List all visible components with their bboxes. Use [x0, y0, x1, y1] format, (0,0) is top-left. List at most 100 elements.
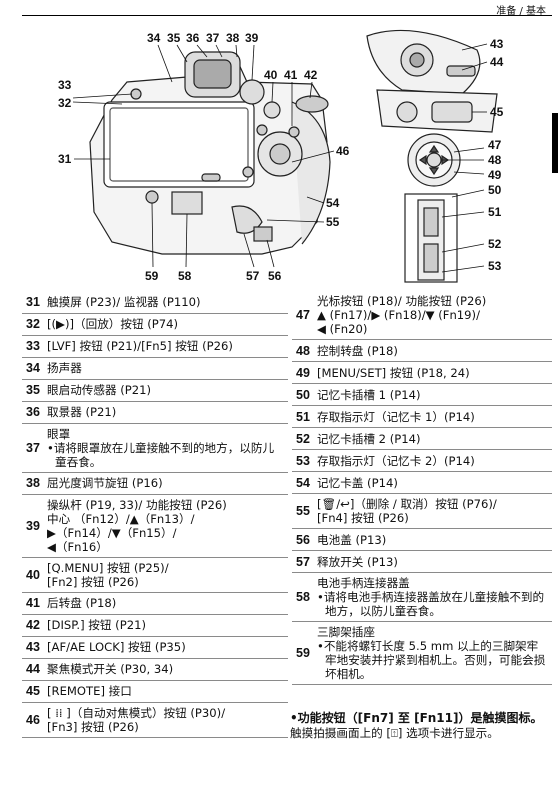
part-number: 48: [292, 339, 314, 362]
part-description: 记忆卡插槽 1 (P14): [314, 383, 552, 406]
callout-label: 57: [246, 269, 260, 283]
description-line: 三脚架插座: [317, 625, 375, 639]
description-line: [Fn2] 按钮 (P26): [47, 574, 139, 589]
callout-label: 45: [490, 105, 504, 119]
part-row: 49[MENU/SET] 按钮 (P18, 24): [292, 361, 552, 384]
description-line: [DISP.] 按钮 (P21): [47, 618, 146, 632]
part-description: [(▶)]（回放）按钮 (P74): [44, 313, 288, 336]
description-line: [Fn4] 按钮 (P26): [317, 511, 409, 525]
part-description: 光标按钮 (P18)/ 功能按钮 (P26)▲ (Fn17)/▶ (Fn18)/…: [314, 291, 552, 340]
part-description: 电池手柄连接器盖•请将电池手柄连接器盖放在儿童接触不到的地方，以防儿童吞食。: [314, 572, 552, 622]
description-note: •不能将螺钉长度 5.5 mm 以上的三脚架牢牢地安装并拧紧到相机上。否则，可能…: [317, 639, 546, 681]
callout-label: 48: [488, 153, 502, 167]
part-number: 49: [292, 361, 314, 384]
description-line: [LVF] 按钮 (P21)/[Fn5] 按钮 (P26): [47, 339, 233, 353]
part-number: 42: [22, 614, 44, 637]
part-number: 53: [292, 449, 314, 472]
section-title: 准备 / 基本: [496, 6, 546, 17]
part-description: 后转盘 (P18): [44, 592, 288, 615]
callout-label: 32: [58, 96, 72, 110]
callout-label: 58: [178, 269, 192, 283]
description-line: 眼启动传感器 (P21): [47, 383, 152, 397]
description-line: ▶（Fn14）/▼（Fn15）/: [47, 525, 177, 540]
note-heading: •功能按钮（[Fn7] 至 [Fn11]）是触摸图标。: [290, 711, 543, 725]
callout-label: 42: [304, 68, 318, 82]
callout-label: 50: [488, 183, 502, 197]
part-row: 46[ ⁞⁞ ]（自动对焦模式）按钮 (P30)/[Fn3] 按钮 (P26): [22, 702, 288, 738]
part-row: 45[REMOTE] 接口: [22, 680, 288, 703]
callout-label: 33: [58, 78, 72, 92]
part-description: 触摸屏 (P23)/ 监视器 (P110): [44, 291, 288, 314]
callout-label: 53: [488, 259, 502, 273]
part-number: 41: [22, 592, 44, 615]
part-row: 40[Q.MENU] 按钮 (P25)/[Fn2] 按钮 (P26): [22, 557, 288, 593]
part-description: 释放开关 (P13): [314, 550, 552, 573]
part-number: 51: [292, 405, 314, 428]
callout-label: 46: [336, 144, 350, 158]
part-number: 46: [22, 702, 44, 738]
part-description: [Q.MENU] 按钮 (P25)/[Fn2] 按钮 (P26): [44, 557, 288, 593]
part-row: 42[DISP.] 按钮 (P21): [22, 614, 288, 637]
description-line: [(▶)]（回放）按钮 (P74): [47, 317, 179, 331]
description-line: [Fn3] 按钮 (P26): [47, 719, 139, 734]
part-description: 记忆卡插槽 2 (P14): [314, 427, 552, 450]
function-button-note: •功能按钮（[Fn7] 至 [Fn11]）是触摸图标。 触摸拍摄画面上的 [⍐]…: [290, 711, 554, 741]
callout-label: 51: [488, 205, 502, 219]
description-line: [ ⁞⁞ ]（自动对焦模式）按钮 (P30)/: [47, 705, 226, 720]
part-description: 眼启动传感器 (P21): [44, 379, 288, 402]
part-description: 存取指示灯（记忆卡 1）(P14): [314, 405, 552, 428]
callout-label: 39: [245, 31, 259, 45]
part-row: 55[🗑/↩]（删除 / 取消）按钮 (P76)/[Fn4] 按钮 (P26): [292, 493, 552, 529]
description-line: [REMOTE] 接口: [47, 684, 132, 698]
part-description: [🗑/↩]（删除 / 取消）按钮 (P76)/[Fn4] 按钮 (P26): [314, 493, 552, 529]
description-line: 触摸屏 (P23)/ 监视器 (P110): [47, 294, 201, 309]
part-description: 眼罩•请将眼罩放在儿童接触不到的地方，以防儿童吞食。: [44, 423, 288, 473]
description-line: [MENU/SET] 按钮 (P18, 24): [317, 365, 470, 380]
description-line: [🗑/↩]（删除 / 取消）按钮 (P76)/: [317, 497, 497, 511]
part-number: 56: [292, 528, 314, 551]
part-number: 31: [22, 291, 44, 314]
page-header: 准备 / 基本: [0, 0, 558, 20]
description-line: 屈光度调节旋钮 (P16): [47, 476, 163, 490]
description-line: 释放开关 (P13): [317, 554, 398, 569]
part-number: 58: [292, 572, 314, 622]
part-number: 54: [292, 471, 314, 494]
description-line: ▲ (Fn17)/▶ (Fn18)/▼ (Fn19)/: [317, 308, 480, 322]
part-number: 40: [22, 557, 44, 593]
part-description: 控制转盘 (P18): [314, 339, 552, 362]
callout-label: 40: [264, 68, 278, 82]
part-description: 屈光度调节旋钮 (P16): [44, 472, 288, 495]
part-row: 32[(▶)]（回放）按钮 (P74): [22, 313, 288, 336]
description-line: 存取指示灯（记忆卡 1）(P14): [317, 409, 475, 424]
description-line: ◀ (Fn20): [317, 322, 368, 336]
part-description: 电池盖 (P13): [314, 528, 552, 551]
callout-label: 41: [284, 68, 298, 82]
callout-label: 44: [490, 55, 504, 69]
description-line: 聚焦模式开关 (P30, 34): [47, 662, 174, 676]
description-line: [AF/AE LOCK] 按钮 (P35): [47, 640, 186, 654]
part-description: 操纵杆 (P19, 33)/ 功能按钮 (P26)中心 （Fn12）/▲（Fn1…: [44, 494, 288, 558]
chapter-tab-marker: [552, 113, 558, 173]
part-number: 38: [22, 472, 44, 495]
callout-label: 43: [490, 37, 504, 51]
part-number: 34: [22, 357, 44, 380]
part-number: 59: [292, 621, 314, 685]
part-number: 44: [22, 658, 44, 681]
part-number: 37: [22, 423, 44, 473]
part-row: 43[AF/AE LOCK] 按钮 (P35): [22, 636, 288, 659]
description-line: 记忆卡插槽 2 (P14): [317, 431, 421, 446]
